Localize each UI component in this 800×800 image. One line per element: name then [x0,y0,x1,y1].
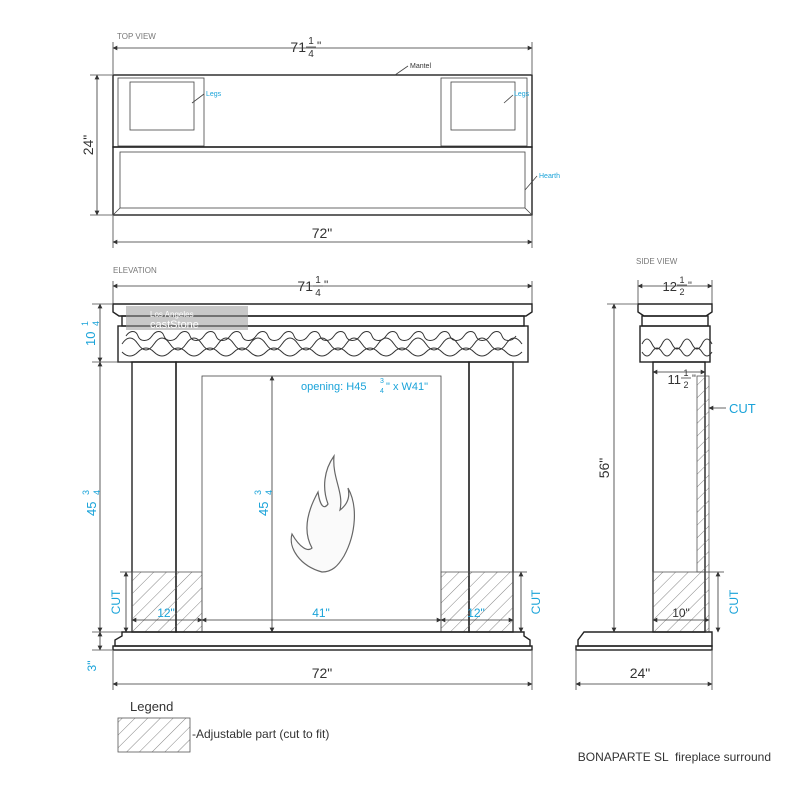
frieze-height-den: 4 [91,321,101,326]
elev-width-bottom: 72" [312,665,333,681]
cut-right: CUT [529,589,543,614]
top-view: TOP VIEW 71 1 4 " Mantel Legs Legs Heart… [80,32,560,248]
legend-text: -Adjustable part (cut to fit) [192,727,329,741]
top-width-bottom: 72" [312,225,333,241]
elev-width-unit: " [324,278,328,292]
side-view: SIDE VIEW 12 1 2 " 11 1 2 " CUT 56 [575,257,756,690]
opening-note-prefix: opening: H45 [301,381,366,393]
legs-label-left: Legs [206,91,222,98]
right-leg-width: 12" [467,606,485,620]
opening-width: 41" [312,606,330,620]
watermark-line1: Los Angeles [150,310,194,319]
legend-swatch [117,717,191,753]
watermark-logo: Los Angeles castStone [126,306,248,331]
elevation-title: ELEVATION [113,266,157,275]
side-mid-den: 2 [683,380,688,390]
cut-left: CUT [109,589,123,614]
side-mid-whole: 11 [668,372,682,387]
legs-label-right: Legs [514,91,530,98]
frieze-height-num: 1 [80,321,90,326]
side-mid-num: 1 [683,368,688,378]
product-title: BONAPARTE SL fireplace surround [578,750,771,764]
left-leg-width: 12" [157,606,175,620]
hearth-label: Hearth [539,173,560,180]
side-top-whole: 12 [663,279,677,294]
frieze-height-whole: 10 [83,332,98,346]
side-leg-depth: 10" [672,606,690,620]
elev-width-den: 4 [315,288,321,299]
side-top-num: 1 [679,275,684,285]
side-view-title: SIDE VIEW [636,257,678,266]
side-top-den: 2 [679,287,684,297]
opening-note-den: 4 [380,388,384,395]
flame-icon [290,453,355,573]
opening-height-num: 3 [253,490,263,495]
side-top-unit: " [688,280,692,292]
side-cut-lower: CUT [727,589,741,614]
opening-height-whole: 45 [256,502,271,516]
side-mid-unit: " [692,373,696,385]
leg-height-whole: 45 [84,502,99,516]
side-depth-bottom: 24" [630,665,651,681]
hearth-height: 3" [85,661,99,672]
opening-height-den: 4 [264,490,274,495]
legend: Legend -Adjustable part (cut to fit) [117,699,329,753]
opening-note-suffix: " x W41" [386,381,428,393]
elev-width-num: 1 [315,275,321,286]
top-width-unit: " [317,39,321,53]
leg-height-den: 4 [92,490,102,495]
watermark-line2: castStone [150,319,199,331]
elevation-view: ELEVATION 71 1 4 " Los Angeles castStone [80,266,543,690]
top-width-whole: 71 [290,39,306,55]
top-view-title: TOP VIEW [117,32,156,41]
mantel-label: Mantel [410,63,431,70]
opening-note-num: 3 [380,378,384,385]
legend-title: Legend [130,699,173,714]
top-width-den: 4 [308,49,314,60]
leg-height-num: 3 [81,490,91,495]
frieze-ornament [121,331,523,357]
side-height: 56" [596,458,612,479]
top-depth: 24" [80,135,96,156]
top-width-num: 1 [308,36,314,47]
elev-width-whole: 71 [297,278,313,294]
side-cut-upper: CUT [729,401,756,416]
